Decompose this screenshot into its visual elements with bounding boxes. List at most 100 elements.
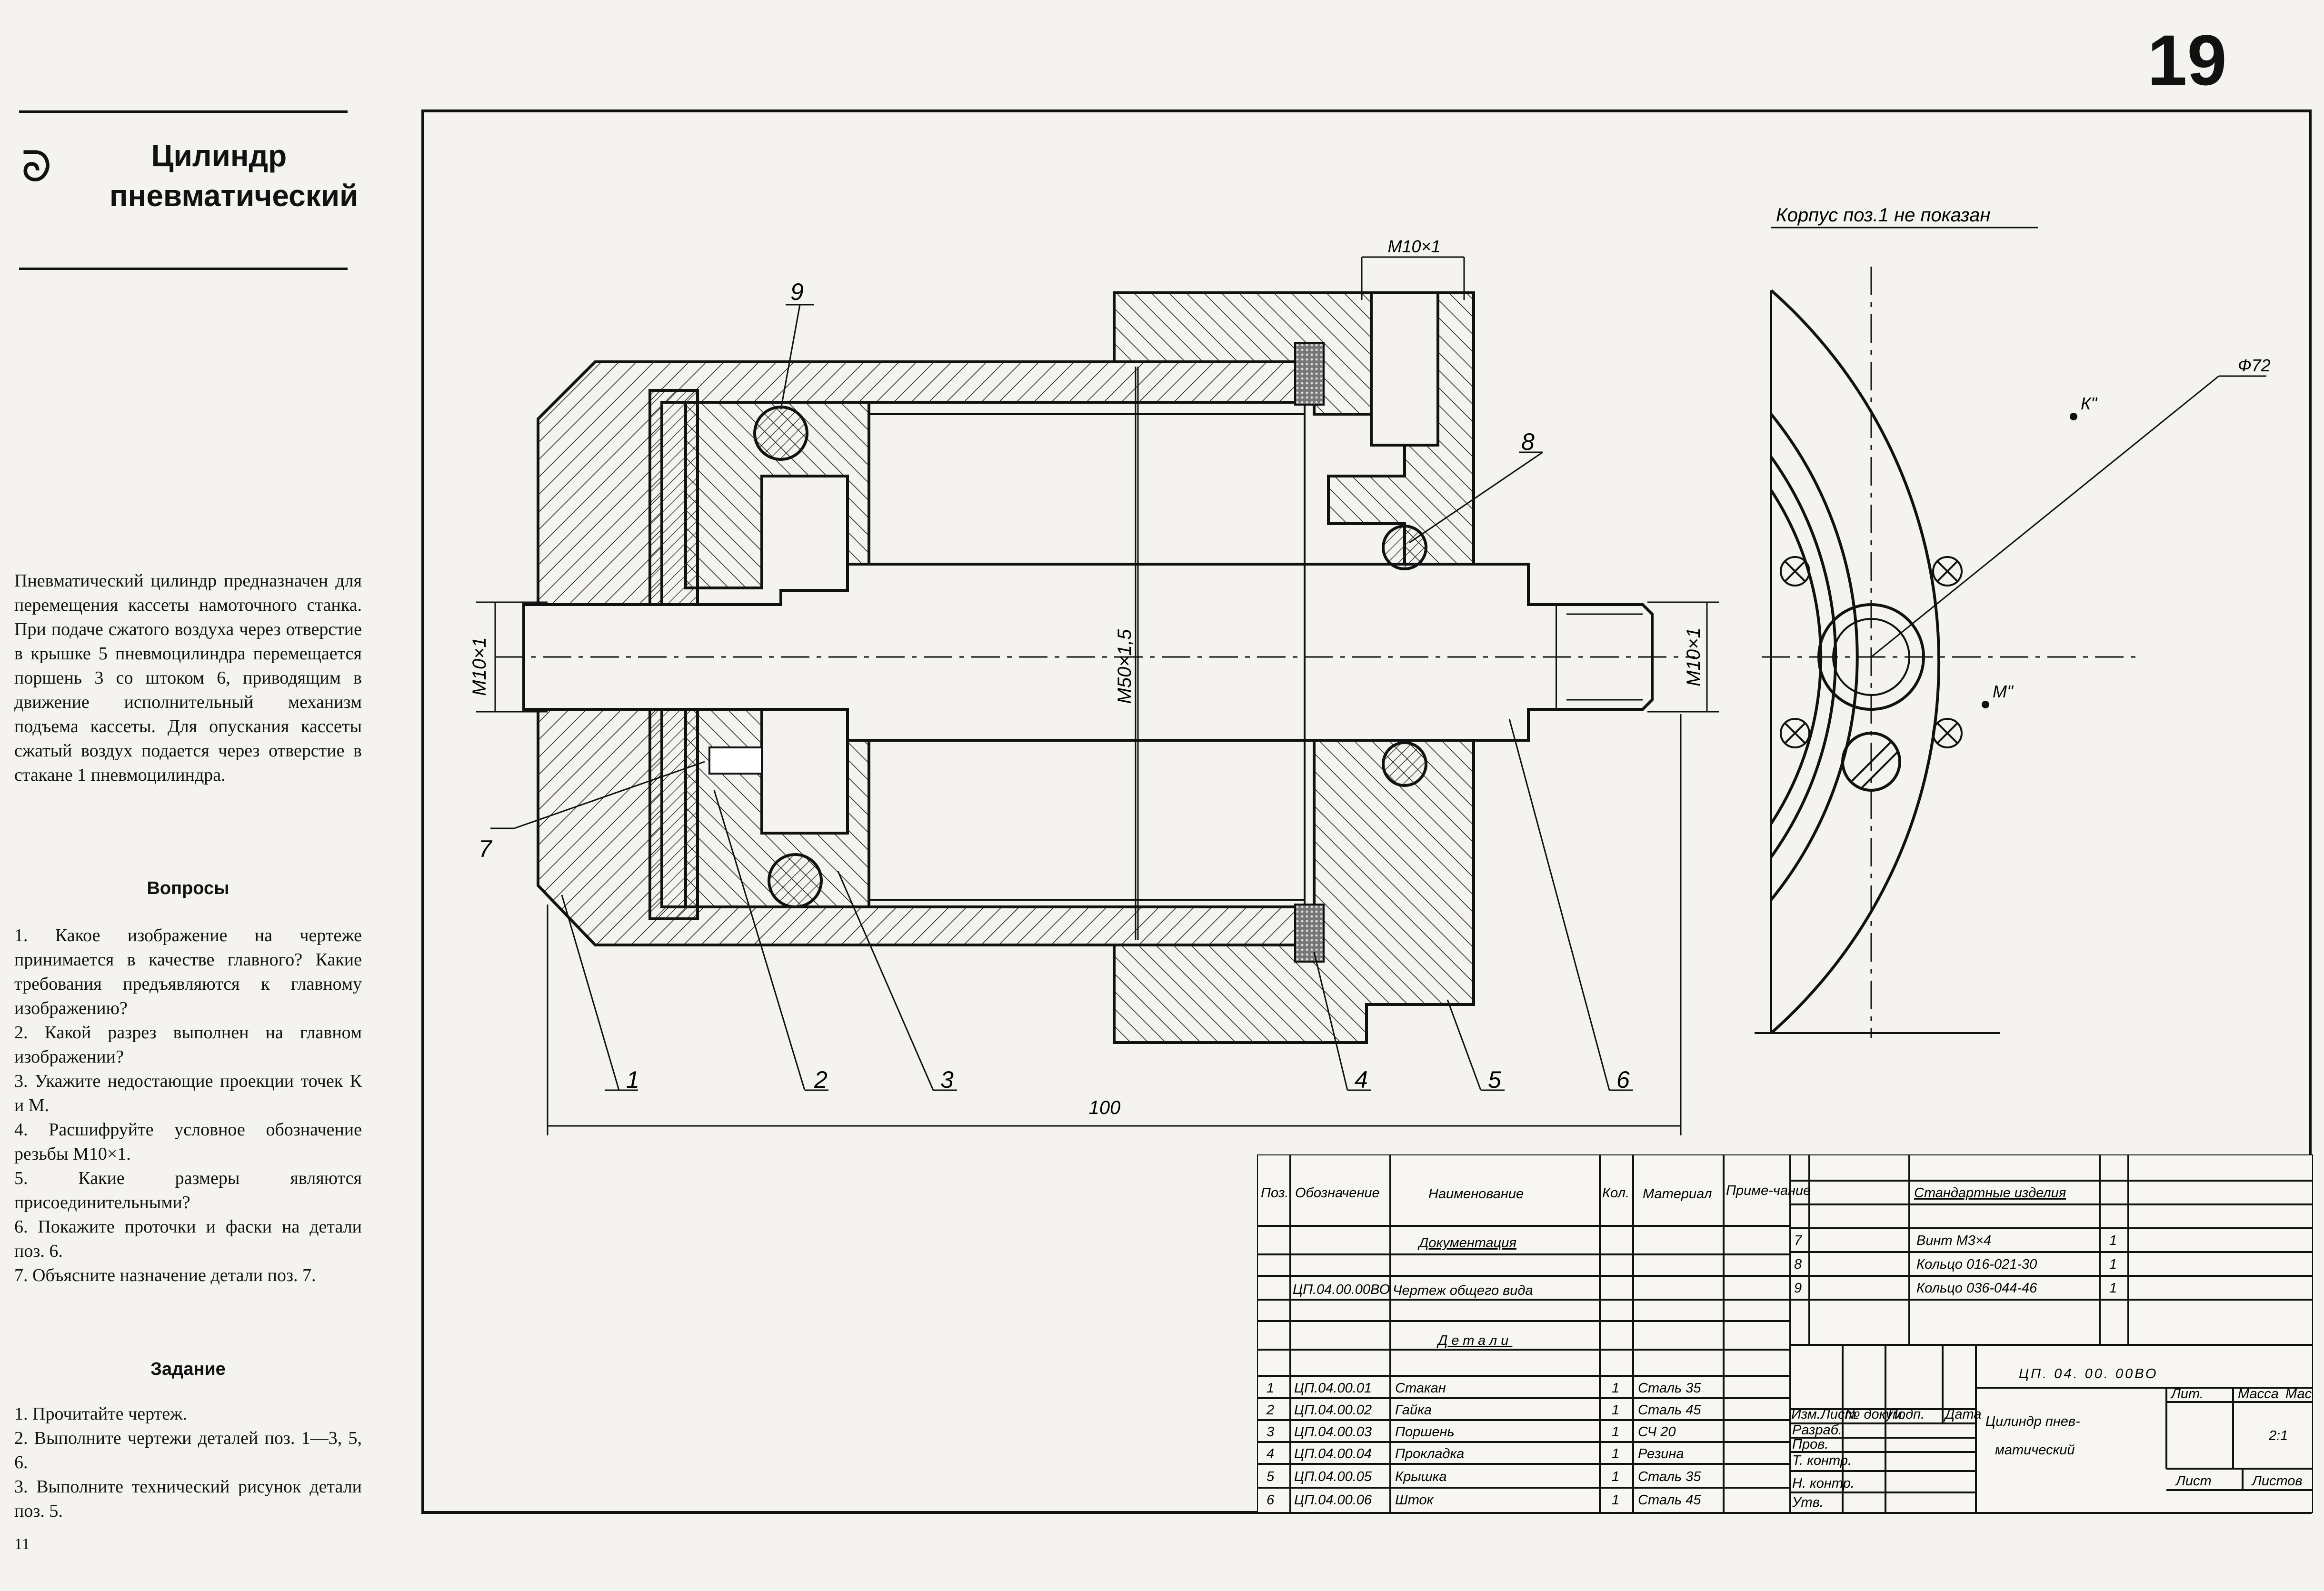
mass-label: Масса [2238,1386,2279,1402]
part-name: Поршень [1395,1424,1455,1440]
task-item: 1. Прочитайте чертеж. [14,1404,187,1424]
role-tech-control: Т. контр. [1792,1453,1852,1468]
part-3-piston-upper [684,401,870,589]
part-material: Сталь 35 [1638,1381,1701,1396]
dim-diameter: Ф72 [2238,356,2271,375]
spec-table: Поз. Обозначение Наименование Кол. Матер… [1257,1154,2313,1513]
std-qty: 1 [2109,1257,2117,1272]
question-item: 1. Какое изображение на чертеже принимае… [14,925,362,1018]
part-designation: ЦП.04.00.02 [1294,1402,1372,1418]
part-material: Сталь 45 [1638,1402,1701,1418]
callout-1: 1 [626,1066,639,1093]
stamp-doc: № докум. [1845,1407,1906,1422]
task-list: 1. Прочитайте чертеж. 2. Выполните черте… [14,1402,362,1523]
question-item: 4. Расшифруйте условное обозначение резь… [14,1120,362,1164]
part-designation: ЦП.04.00.01 [1294,1381,1372,1396]
task-item: 3. Выполните технический рисунок детали … [14,1477,362,1521]
role-norm-control: Н. контр. [1792,1476,1855,1491]
page-number: 19 [2147,20,2227,100]
questions-list: 1. Какое изображение на чертеже принимае… [14,924,362,1288]
dim-bore: М50×1,5 [1114,629,1135,704]
page-title: Цилиндр пневматический [110,136,358,216]
header-designation: Обозначение [1295,1185,1380,1201]
header-pos: Поз. [1261,1185,1288,1201]
questions-heading: Вопросы [147,878,229,898]
stamp-sign: Подп. [1888,1407,1925,1422]
description-text: Пневматический цилиндр предназначен для … [14,571,362,785]
title-rule-top [19,110,348,113]
role-approved: Утв. [1792,1495,1824,1510]
part-material: Резина [1638,1446,1684,1462]
callout-8: 8 [1521,428,1535,455]
part-pos: 6 [1267,1492,1275,1508]
std-name: Кольцо 016-021-30 [1916,1257,2037,1272]
title-line-1: Цилиндр [151,139,287,173]
std-name: Винт М3×4 [1916,1233,1991,1248]
section-parts: Детали [1436,1333,1512,1348]
part-name: Крышка [1395,1469,1446,1484]
drawing-note: Корпус поз.1 не показан [1776,205,1990,226]
part-qty: 1 [1612,1424,1619,1440]
part-name: Гайка [1395,1402,1432,1418]
header-note: Приме-чание [1726,1183,1811,1198]
part-qty: 1 [1612,1402,1619,1418]
part-qty: 1 [1612,1381,1619,1396]
header-qty: Кол. [1602,1185,1629,1201]
std-qty: 1 [2109,1281,2117,1296]
part-name: Прокладка [1395,1446,1464,1462]
part-8-oring-upper [1382,525,1427,570]
part-designation: ЦП.04.00.06 [1294,1492,1372,1508]
part-designation: ЦП.04.00.03 [1294,1424,1372,1440]
doc-name: Чертеж общего вида [1393,1283,1533,1298]
cover-port [1370,291,1439,447]
footer-page-number: 11 [14,1535,30,1553]
doc-designation: ЦП.04.00.00ВО [1293,1282,1390,1297]
std-pos: 9 [1794,1281,1802,1296]
title-rule-bottom [19,268,348,270]
part-4-gasket-upper [1294,342,1325,406]
part-pos: 5 [1267,1469,1275,1484]
callout-9: 9 [790,278,804,305]
callout-2: 2 [814,1066,828,1093]
sheet-label: Лист [2175,1473,2212,1489]
part-material: СЧ 20 [1638,1424,1676,1440]
product-name-2: матический [1995,1442,2075,1458]
part-name: Шток [1395,1492,1434,1508]
stamp-date: Дата [1944,1407,1982,1422]
role-developer: Разраб. [1792,1422,1842,1438]
question-item: 6. Покажите проточки и фаски на детали п… [14,1217,362,1261]
part-qty: 1 [1612,1446,1619,1462]
scale-label: Масшт. [2285,1386,2313,1402]
part-material: Сталь 45 [1638,1492,1701,1508]
callout-4: 4 [1355,1066,1368,1093]
part-pos: 4 [1267,1446,1274,1462]
side-view [1755,289,2000,1034]
std-pos: 7 [1794,1233,1803,1248]
part-designation: ЦП.04.00.04 [1294,1446,1372,1462]
sheets-label: Листов [2251,1473,2303,1489]
std-qty: 1 [2109,1233,2117,1248]
stamp-change: Изм.Лист [1791,1407,1856,1422]
role-checker: Пров. [1792,1437,1828,1452]
std-name: Кольцо 036-044-46 [1916,1281,2037,1296]
point-m-label: М" [1993,682,2014,701]
part-5-cover-lower [1113,739,1475,1044]
lit-label: Лит. [2170,1386,2204,1402]
point-k-label: К" [2081,394,2098,413]
part-7-screw [708,746,763,775]
part-name: Стакан [1395,1381,1446,1396]
callout-5: 5 [1488,1066,1501,1093]
part-qty: 1 [1612,1492,1619,1508]
product-name-1: Цилиндр пнев- [1985,1414,2080,1429]
dim-length: 100 [1089,1097,1121,1118]
task-item: 2. Выполните чертежи деталей поз. 1—3, 5… [14,1428,362,1472]
part-designation: ЦП.04.00.05 [1294,1469,1372,1484]
callout-6: 6 [1616,1066,1630,1093]
part-8-oring-lower [1382,741,1427,787]
task-heading: Задание [150,1359,226,1379]
std-pos: 8 [1794,1257,1802,1272]
question-item: 3. Укажите недостающие проекции точек К … [14,1071,362,1115]
dim-thread-right: М10×1 [1683,627,1704,686]
header-material: Материал [1643,1186,1712,1202]
